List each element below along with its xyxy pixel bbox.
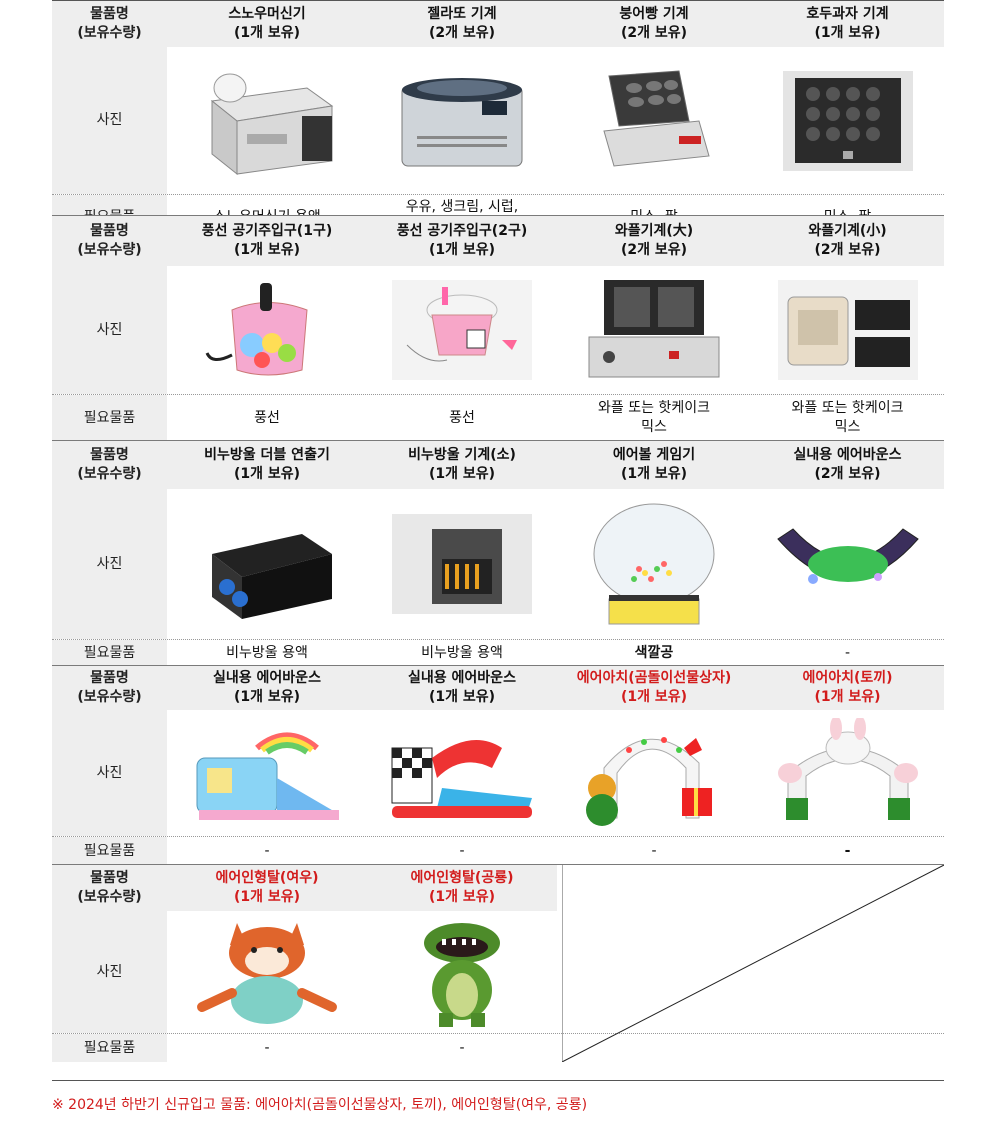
needed-items: 비누방울 용액: [421, 644, 503, 661]
table-block: 물품명(보유수량) 풍선 공기주입구(1구)(1개 보유) 풍선 공기주입구(2…: [52, 215, 944, 441]
item-header: 호두과자 기계(1개 보유): [751, 1, 944, 47]
item-header: 에어인형탈(공룡)(1개 보유): [367, 865, 557, 911]
item-header: 스노우머신기(1개 보유): [167, 1, 367, 47]
label-item-name: 물품명(보유수량): [52, 666, 167, 710]
air-arch-rabbit-photo: [751, 710, 944, 836]
waffle-machine-small-photo: [751, 266, 944, 394]
footnote: ※ 2024년 하반기 신규입고 물품: 에어아치(곰돌이선물상자, 토끼), …: [52, 1097, 588, 1113]
label-item-name: 물품명(보유수량): [52, 216, 167, 266]
dino-costume-photo: [367, 911, 557, 1033]
needed-items: -: [264, 1039, 270, 1056]
item-header: 와플기계(小)(2개 보유): [751, 216, 944, 266]
item-header: 풍선 공기주입구(1구)(1개 보유): [167, 216, 367, 266]
air-bounce-slide-photo: [367, 710, 557, 836]
label-photo: 사진: [52, 266, 167, 394]
gelato-machine-photo: [367, 47, 557, 194]
item-header: 젤라또 기계(2개 보유): [367, 1, 557, 47]
item-header: 와플기계(大)(2개 보유): [557, 216, 751, 266]
item-header: 붕어빵 기계(2개 보유): [557, 1, 751, 47]
item-header: 실내용 에어바운스(2개 보유): [751, 441, 944, 489]
label-photo: 사진: [52, 47, 167, 194]
air-bounce-seat-photo: [751, 489, 944, 639]
balloon-pump-1-photo: [167, 266, 367, 394]
label-needed: 필요물품: [52, 640, 167, 666]
item-header: 실내용 에어바운스(1개 보유): [367, 666, 557, 710]
needed-items: -: [459, 1039, 465, 1056]
label-photo: 사진: [52, 710, 167, 836]
label-photo: 사진: [52, 911, 167, 1033]
needed-items: 색깔공: [634, 644, 674, 661]
needed-items: 풍선: [254, 409, 280, 426]
waffle-machine-large-photo: [557, 266, 751, 394]
fox-costume-photo: [167, 911, 367, 1033]
needed-items: 비누방울 용액: [226, 644, 308, 661]
item-header: 비누방울 더블 연출기(1개 보유): [167, 441, 367, 489]
needed-items: -: [264, 842, 270, 859]
item-header: 에어인형탈(여우)(1개 보유): [167, 865, 367, 911]
item-header: 실내용 에어바운스(1개 보유): [167, 666, 367, 710]
needed-items: -: [844, 644, 851, 661]
bubble-double-photo: [167, 489, 367, 639]
needed-items: -: [844, 842, 851, 859]
balloon-pump-2-photo: [367, 266, 557, 394]
label-needed: 필요물품: [52, 1034, 167, 1062]
label-needed: 필요물품: [52, 837, 167, 865]
table-block: 물품명(보유수량) 에어인형탈(여우)(1개 보유) 에어인형탈(공룡)(1개 …: [52, 864, 944, 1062]
table-block: 물품명(보유수량) 비누방울 더블 연출기(1개 보유) 비누방울 기계(소)(…: [52, 440, 944, 666]
equipment-table: 물품명(보유수량) 스노우머신기(1개 보유) 젤라또 기계(2개 보유) 붕어…: [52, 0, 944, 1062]
air-bounce-rainbow-photo: [167, 710, 367, 836]
air-arch-bear-photo: [557, 710, 751, 836]
table-bottom-border: [52, 1080, 944, 1081]
empty-cell-diagonal: [562, 865, 944, 1062]
item-header: 에어아치(토끼)(1개 보유): [751, 666, 944, 710]
table-block: 물품명(보유수량) 스노우머신기(1개 보유) 젤라또 기계(2개 보유) 붕어…: [52, 0, 944, 239]
airball-game-photo: [557, 489, 751, 639]
table-block: 물품명(보유수량) 실내용 에어바운스(1개 보유) 실내용 에어바운스(1개 …: [52, 665, 944, 865]
needed-items: -: [651, 842, 657, 859]
label-item-name: 물품명(보유수량): [52, 865, 167, 911]
label-item-name: 물품명(보유수량): [52, 441, 167, 489]
item-header: 풍선 공기주입구(2구)(1개 보유): [367, 216, 557, 266]
label-needed: 필요물품: [52, 395, 167, 441]
needed-items: 와플 또는 핫케이크 믹스: [791, 400, 904, 435]
label-item-name: 물품명(보유수량): [52, 1, 167, 47]
fish-bread-machine-photo: [557, 47, 751, 194]
walnut-cake-machine-photo: [751, 47, 944, 194]
label-photo: 사진: [52, 489, 167, 639]
item-header: 에어아치(곰돌이선물상자)(1개 보유): [557, 666, 751, 710]
needed-items: -: [459, 842, 465, 859]
needed-items: 와플 또는 핫케이크 믹스: [598, 400, 710, 435]
snow-machine-photo: [167, 47, 367, 194]
item-header: 에어볼 게임기(1개 보유): [557, 441, 751, 489]
bubble-small-photo: [367, 489, 557, 639]
item-header: 비누방울 기계(소)(1개 보유): [367, 441, 557, 489]
needed-items: 풍선: [449, 409, 475, 426]
